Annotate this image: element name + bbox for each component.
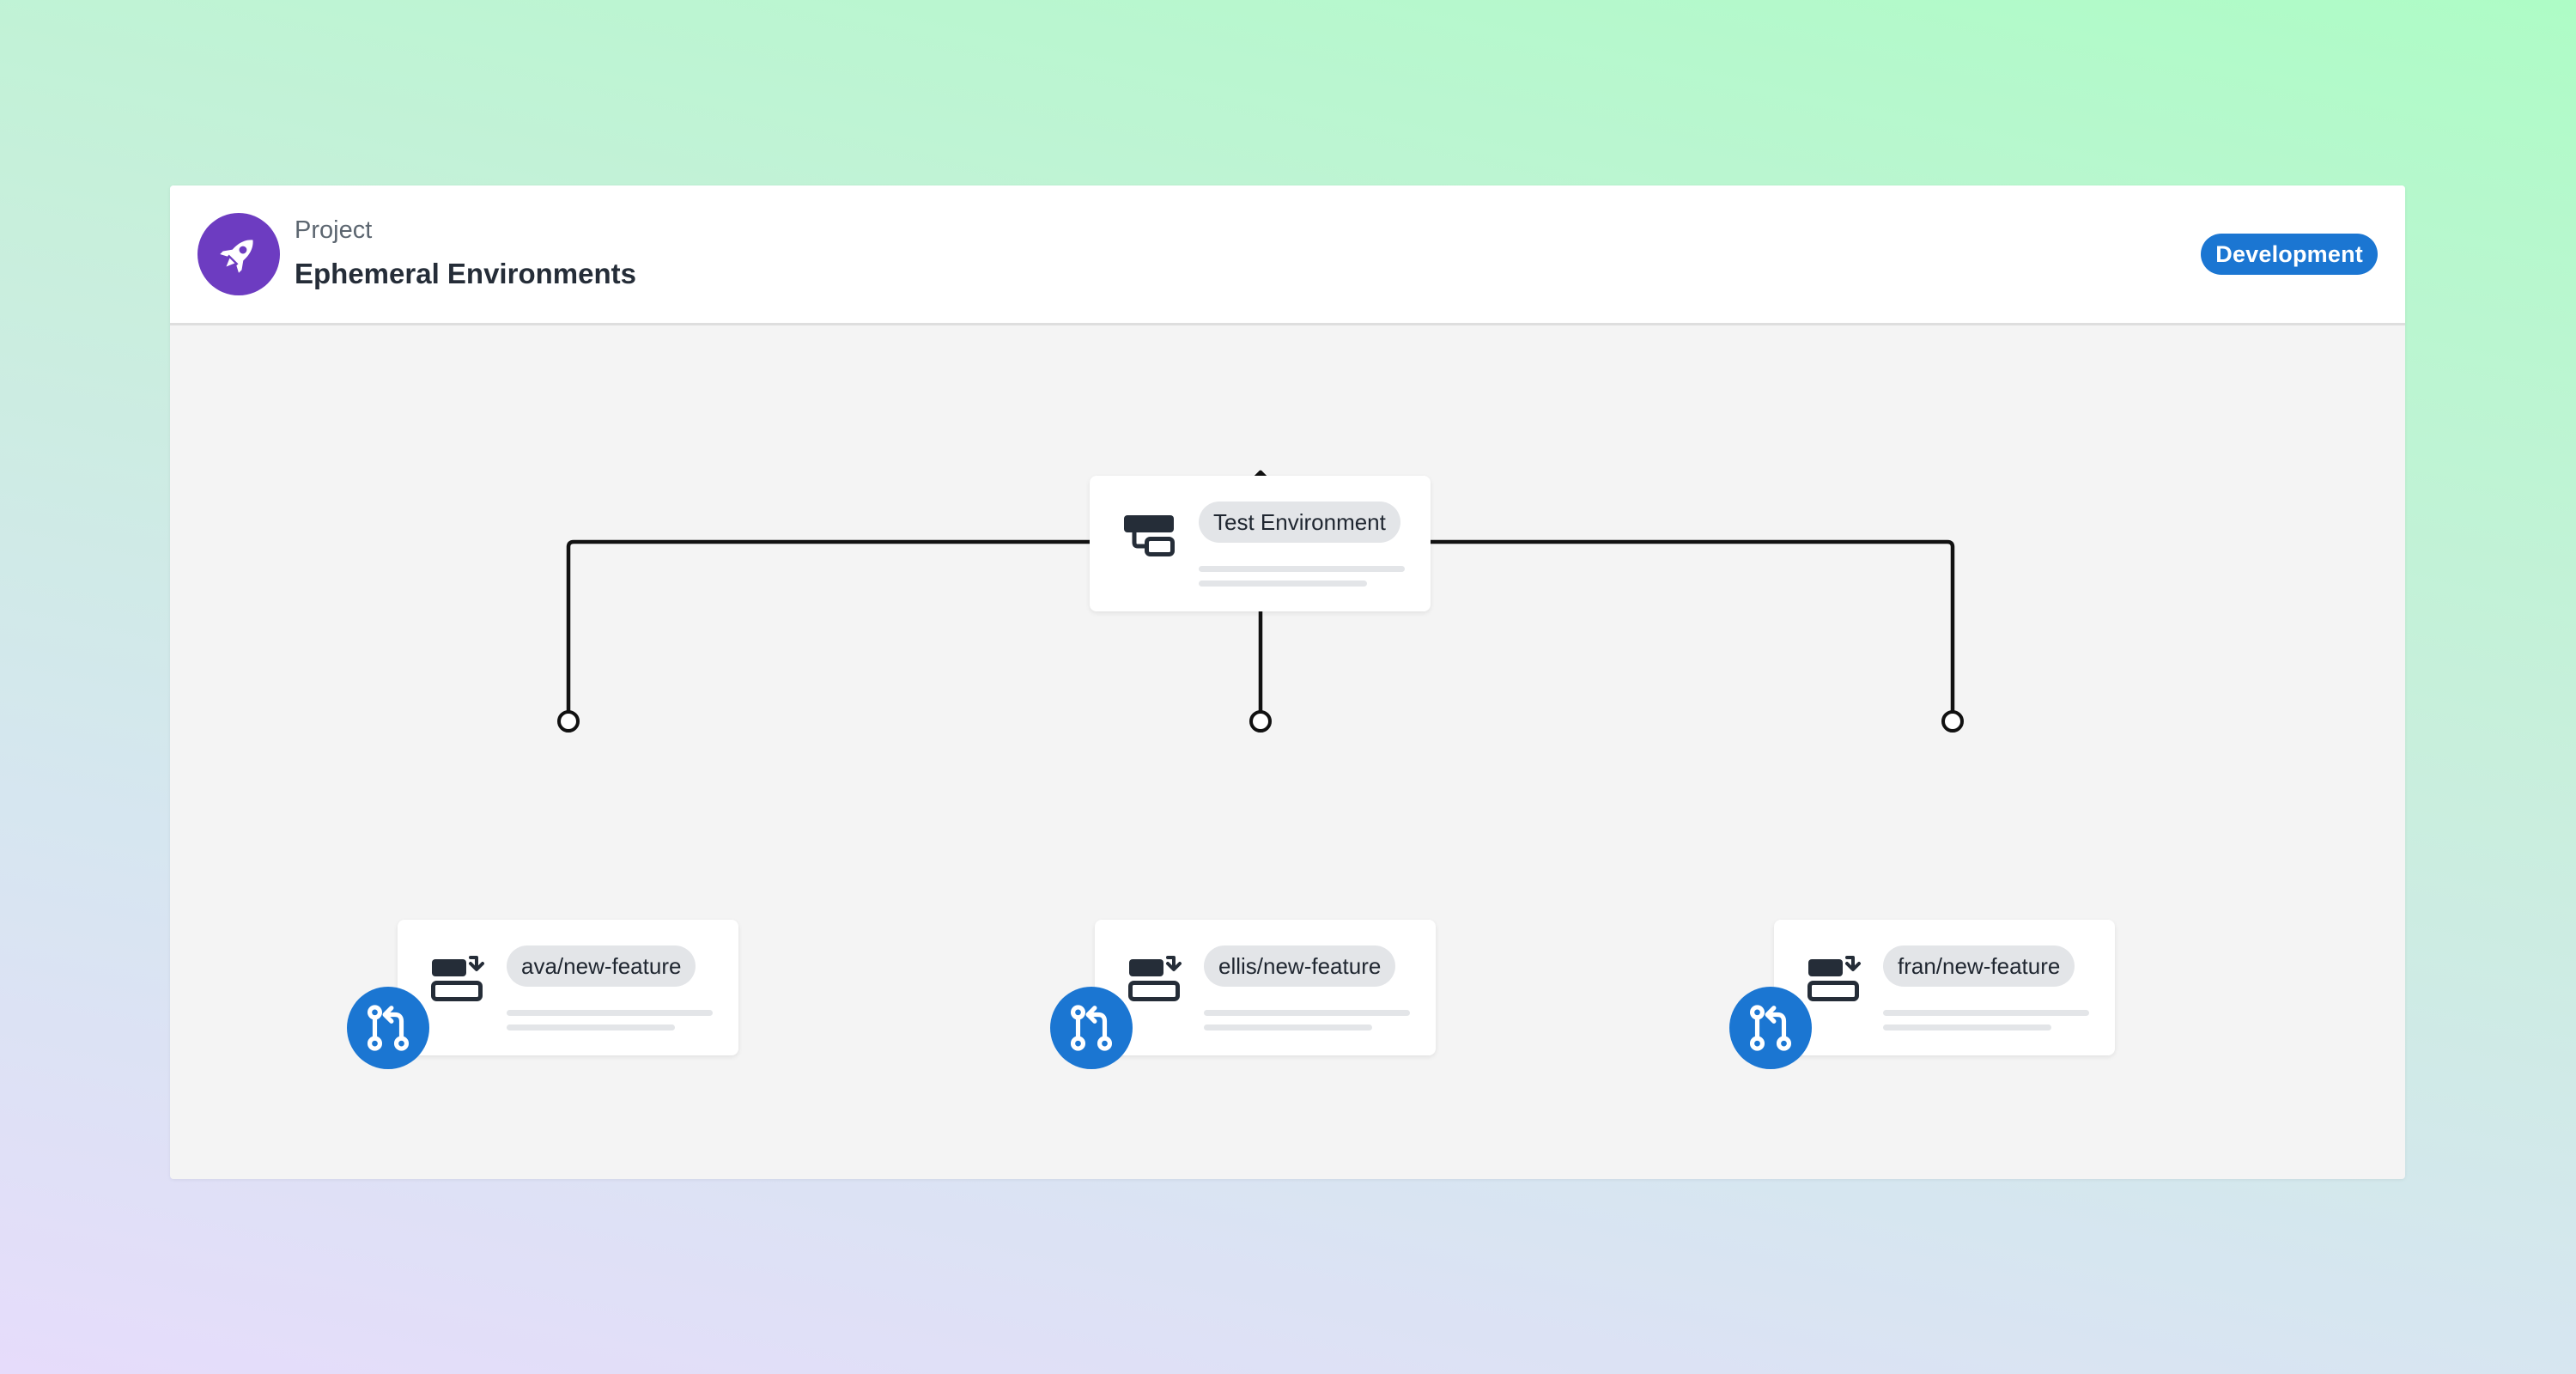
pull-request-badge[interactable] bbox=[1729, 987, 1812, 1069]
branch-environment-icon bbox=[431, 956, 484, 1001]
pull-request-badge[interactable] bbox=[347, 987, 429, 1069]
environment-icon bbox=[1124, 515, 1175, 556]
project-header: Project Ephemeral Environments Developme… bbox=[170, 185, 2405, 325]
placeholder-line bbox=[507, 1024, 675, 1030]
environment-label: Test Environment bbox=[1199, 502, 1400, 543]
placeholder-line bbox=[1199, 566, 1405, 572]
environment-card-target[interactable]: Test Environment bbox=[1090, 476, 1431, 611]
project-avatar bbox=[197, 213, 280, 295]
placeholder-line bbox=[1204, 1010, 1410, 1016]
branch-card[interactable]: ava/new-feature bbox=[398, 920, 738, 1055]
branch-label: ava/new-feature bbox=[507, 945, 696, 987]
pipeline-canvas: Test Environment ava/new-feature ellis/n… bbox=[170, 325, 2405, 1179]
placeholder-line bbox=[1204, 1024, 1372, 1030]
pull-request-icon bbox=[1070, 1005, 1113, 1051]
branch-environment-icon bbox=[1807, 956, 1861, 1001]
placeholder-line bbox=[1199, 581, 1367, 587]
project-kicker: Project bbox=[295, 216, 373, 244]
branch-label: fran/new-feature bbox=[1883, 945, 2075, 987]
placeholder-line bbox=[1883, 1010, 2089, 1016]
branch-card[interactable]: fran/new-feature bbox=[1774, 920, 2115, 1055]
rocket-icon bbox=[220, 240, 253, 273]
placeholder-line bbox=[1883, 1024, 2051, 1030]
pull-request-icon bbox=[1749, 1005, 1792, 1051]
project-title: Ephemeral Environments bbox=[295, 258, 636, 289]
pull-request-icon bbox=[367, 1005, 410, 1051]
environment-badge[interactable]: Development bbox=[2201, 234, 2378, 275]
branch-environment-icon bbox=[1128, 956, 1182, 1001]
project-window: Project Ephemeral Environments Developme… bbox=[170, 185, 2405, 1179]
placeholder-line bbox=[507, 1010, 713, 1016]
branch-card[interactable]: ellis/new-feature bbox=[1095, 920, 1436, 1055]
pull-request-badge[interactable] bbox=[1050, 987, 1133, 1069]
branch-label: ellis/new-feature bbox=[1204, 945, 1396, 987]
